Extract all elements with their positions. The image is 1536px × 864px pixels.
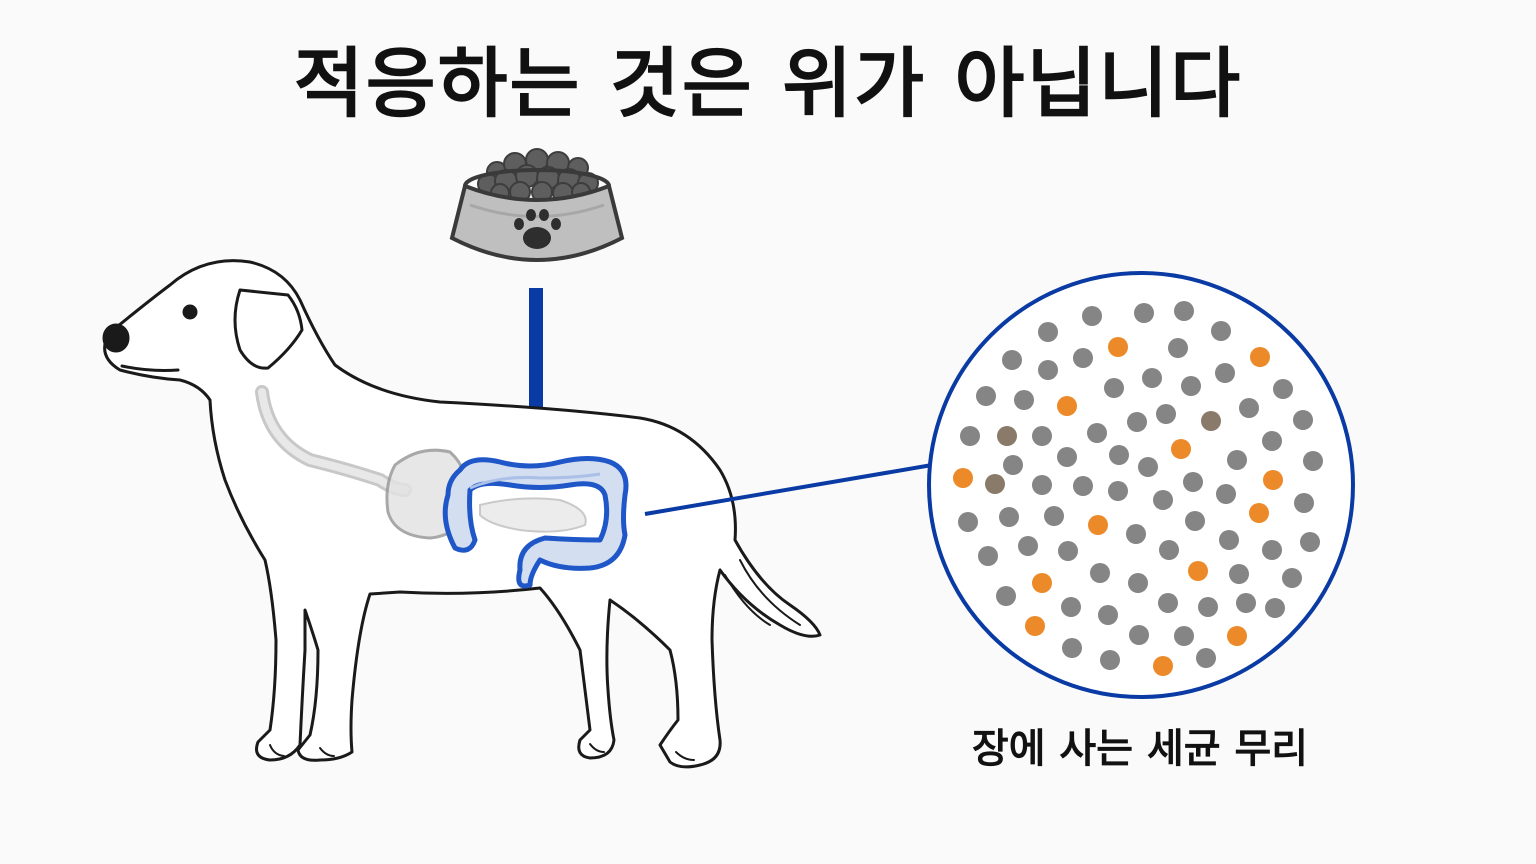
bacterium-gray — [958, 512, 978, 532]
bacterium-gray — [1262, 540, 1282, 560]
bacterium-gray — [1098, 605, 1118, 625]
bacterium-orange — [1188, 561, 1208, 581]
bacterium-gray — [1227, 450, 1247, 470]
bacterium-gray — [1168, 338, 1188, 358]
bacterium-gray — [1273, 379, 1293, 399]
bacterium-orange — [1227, 626, 1247, 646]
bacterium-orange — [1249, 503, 1269, 523]
bacterium-gray — [1032, 475, 1052, 495]
page-title: 적응하는 것은 위가 아닙니다 — [293, 39, 1243, 128]
intestine-illustration — [442, 456, 629, 589]
bacterium-brown — [985, 474, 1005, 494]
bacterium-gray — [1044, 506, 1064, 526]
bacterium-gray — [1058, 541, 1078, 561]
bacterium-gray — [1038, 322, 1058, 342]
connector-line — [644, 463, 933, 516]
bacterium-gray — [1090, 563, 1110, 583]
bacterium-gray — [1134, 303, 1154, 323]
bacterium-brown — [1201, 411, 1221, 431]
bacterium-gray — [1293, 410, 1313, 430]
bacterium-gray — [1294, 493, 1314, 513]
bacterium-gray — [1216, 484, 1236, 504]
bacterium-brown — [997, 426, 1017, 446]
bacterium-gray — [1196, 648, 1216, 668]
bacterium-gray — [1126, 524, 1146, 544]
bacterium-gray — [1100, 650, 1120, 670]
bacterium-gray — [1018, 536, 1038, 556]
bacterium-gray — [1082, 306, 1102, 326]
dog-food-bowl-icon — [449, 148, 625, 262]
bacterium-gray — [1219, 530, 1239, 550]
bacterium-orange — [1032, 573, 1052, 593]
bacterium-gray — [1282, 568, 1302, 588]
bacterium-orange — [1153, 656, 1173, 676]
bacterium-gray — [1300, 532, 1320, 552]
bacterium-gray — [1229, 564, 1249, 584]
bacterium-orange — [1263, 470, 1283, 490]
bacterium-orange — [1171, 439, 1191, 459]
bacterium-gray — [1174, 626, 1194, 646]
bacterium-gray — [1181, 376, 1201, 396]
bacterium-gray — [1211, 321, 1231, 341]
bacterium-orange — [953, 468, 973, 488]
bacterium-gray — [1159, 540, 1179, 560]
bacterium-gray — [1032, 426, 1052, 446]
bacterium-gray — [1003, 455, 1023, 475]
bacterium-orange — [1088, 515, 1108, 535]
bacterium-gray — [1087, 423, 1107, 443]
bacterium-gray — [1128, 573, 1148, 593]
bacterium-gray — [1239, 398, 1259, 418]
bacterium-orange — [1250, 347, 1270, 367]
bacterium-gray — [1014, 390, 1034, 410]
bacterium-gray — [1236, 593, 1256, 613]
bacterium-gray — [999, 507, 1019, 527]
bacterium-orange — [1057, 396, 1077, 416]
bacterium-gray — [976, 386, 996, 406]
bacterium-gray — [1142, 368, 1162, 388]
bacterium-gray — [1185, 511, 1205, 531]
bacterium-gray — [1183, 472, 1203, 492]
bacterium-gray — [1109, 445, 1129, 465]
bacterium-orange — [1108, 337, 1128, 357]
bacterium-gray — [1138, 457, 1158, 477]
bacterium-gray — [1129, 625, 1149, 645]
bacterium-gray — [1073, 348, 1093, 368]
bacterium-gray — [1198, 597, 1218, 617]
bacterium-gray — [1062, 638, 1082, 658]
magnified-bacteria-circle — [927, 271, 1355, 699]
bacterium-gray — [1002, 350, 1022, 370]
bacterium-gray — [1153, 490, 1173, 510]
bacterium-gray — [1265, 598, 1285, 618]
bacterium-gray — [996, 586, 1016, 606]
bacterium-gray — [1158, 593, 1178, 613]
bacterium-gray — [1215, 363, 1235, 383]
bacterium-gray — [1174, 301, 1194, 321]
paw-print-icon — [514, 209, 561, 249]
bacterium-gray — [1061, 597, 1081, 617]
bacterium-gray — [1057, 447, 1077, 467]
bacterium-gray — [1104, 378, 1124, 398]
bacteria-caption: 장에 사는 세균 무리 — [971, 726, 1309, 772]
bacterium-gray — [1262, 431, 1282, 451]
bacterium-gray — [978, 546, 998, 566]
bacterium-gray — [1038, 360, 1058, 380]
bacterium-gray — [1127, 412, 1147, 432]
bacterium-gray — [1108, 481, 1128, 501]
bacterium-orange — [1025, 616, 1045, 636]
bacteria-cluster — [953, 301, 1323, 676]
bacterium-gray — [1156, 404, 1176, 424]
bacterium-gray — [1303, 451, 1323, 471]
bacterium-gray — [960, 426, 980, 446]
bacterium-gray — [1073, 476, 1093, 496]
